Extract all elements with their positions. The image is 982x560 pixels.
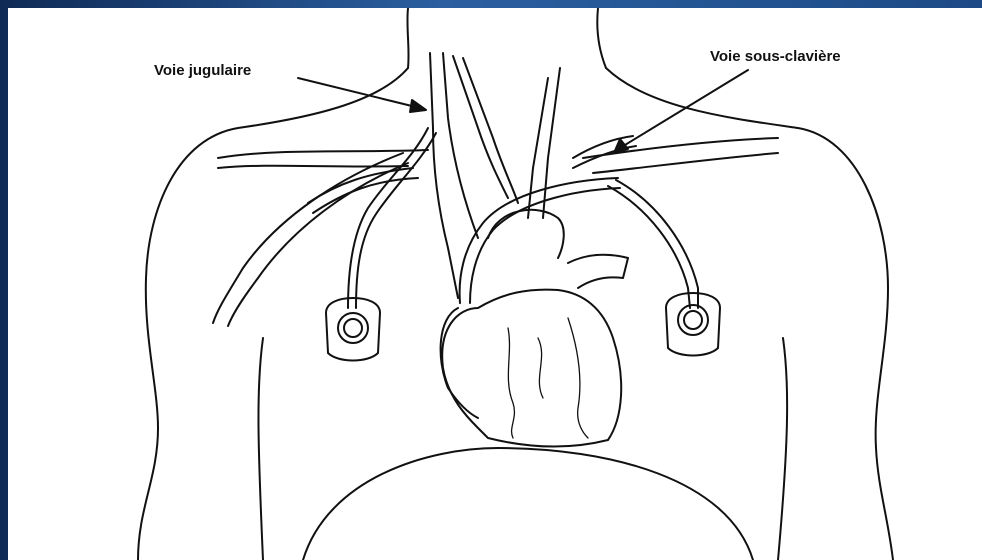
abdomen-arc [303, 448, 753, 560]
label-subclavian-route: Voie sous-clavière [710, 48, 841, 65]
neck-left-line [407, 8, 408, 68]
coronary-vessels [508, 318, 588, 438]
left-shoulder-outline [138, 68, 408, 560]
jugular-catheter-inner [356, 133, 436, 308]
left-port-icon [326, 298, 380, 361]
aortic-arch [488, 210, 564, 258]
right-clavicle [583, 138, 778, 173]
chest-catheter-illustration [8, 8, 982, 560]
carotid-right [463, 58, 518, 203]
neck-right-line [597, 8, 606, 68]
diagram-panel: Voie jugulaire Voie sous-clavière [8, 8, 982, 560]
label-jugular-route: Voie jugulaire [154, 62, 251, 79]
right-port-icon [666, 293, 720, 356]
left-subclavian-vessel [308, 168, 418, 213]
left-clavicle [218, 150, 428, 168]
catheter-in-vena-cava [460, 178, 618, 303]
right-arm-inner [778, 338, 787, 560]
jugular-catheter [348, 128, 428, 308]
left-arm-inner [258, 338, 263, 560]
right-shoulder-outline [606, 68, 893, 560]
pulmonary-artery [568, 255, 628, 288]
heart-outline [442, 290, 621, 447]
subclavian-pointer-arrow [620, 70, 748, 148]
right-atrium [441, 308, 478, 418]
jugular-vein [430, 53, 458, 298]
jugular-arrowhead-icon [410, 100, 426, 112]
jugular-pointer-arrow [298, 78, 420, 108]
jugular-vein-right [443, 53, 478, 238]
carotid-left [453, 56, 508, 198]
jugular-tube-to-arm-2 [228, 163, 408, 326]
